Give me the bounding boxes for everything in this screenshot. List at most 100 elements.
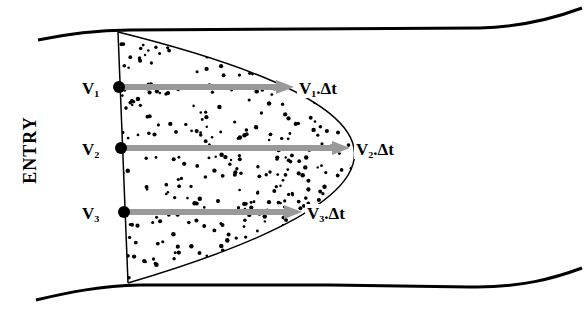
particle-dot [187,221,191,225]
particle-dot [269,132,273,136]
particle-dot [325,129,329,133]
particle-dot [121,268,125,272]
particle-dot [300,241,303,244]
particle-dot [171,232,176,237]
particle-dot [157,123,160,126]
particle-dot [136,97,140,101]
particle-dot [212,168,216,172]
particle-dot [121,42,125,46]
particle-dot [340,38,344,42]
particle-dot [242,202,246,206]
particle-dot [233,120,236,123]
particle-dot [272,58,275,61]
particle-dot [118,261,121,264]
particle-dot [243,63,247,67]
particle-dot [284,156,286,158]
particle-dot [165,41,168,44]
particle-dot [221,174,225,178]
particle-dot [142,44,145,47]
particle-dot [287,137,290,140]
point-marker [113,81,125,93]
particle-dot [128,55,132,59]
particle-dot [349,42,352,45]
particle-dot [303,165,307,169]
particle-dot [332,33,335,36]
particle-dot [147,49,150,52]
particle-dot [202,224,206,228]
particle-dot [335,196,339,200]
particle-dot [316,134,319,137]
particle-dot [256,191,260,195]
particle-dot [262,254,266,258]
particle-dot [204,257,208,261]
particle-dot [338,152,341,155]
velocity-label: V₂ [80,140,101,159]
particle-dot [158,52,161,55]
particle-dot [265,68,268,71]
particle-dot [228,163,232,167]
particle-dot [336,130,340,134]
particle-dot [244,266,249,271]
particle-dot [304,155,309,160]
particle-dot [138,56,141,59]
particle-dot [145,157,148,160]
particle-dot [200,111,202,113]
particle-dot [203,206,206,209]
particle-dot [329,245,332,248]
particle-dot [346,83,348,85]
particle-dot [152,132,156,136]
particle-dot [331,46,335,50]
particle-dot [195,164,199,168]
displacement-label: V₁.Δt [297,79,339,98]
particle-dot [154,262,159,267]
particle-dot [282,224,285,227]
particle-dot [158,219,162,223]
particle-dot [262,49,265,52]
particle-dot [313,100,316,103]
particle-dot [337,47,340,50]
particle-dot [264,248,268,252]
particle-dot [242,58,244,60]
particle-dot [121,270,125,274]
particle-dot [346,83,349,86]
particle-dot [164,40,167,43]
particle-dot [245,128,248,131]
particle-dot [283,112,287,116]
particle-dot [293,59,297,63]
particle-dot [155,156,158,159]
particle-dot [194,218,198,222]
particle-dot [196,70,199,73]
particle-dot [251,73,254,76]
particle-dot [294,236,297,239]
particle-dot [339,42,342,45]
particle-dot [255,66,259,70]
particle-dot [340,222,343,225]
particle-dot [306,179,310,183]
particle-dot [217,105,221,109]
particle-dot [314,60,317,63]
particle-dot [237,206,240,209]
particle-dot [211,136,214,139]
particle-dot [249,33,252,36]
particle-dot [148,90,152,94]
particle-dot [137,280,140,283]
particle-dot [256,165,259,168]
particle-dot [177,156,180,159]
particle-dot [204,67,208,71]
particle-dot [227,33,230,36]
particle-dot [259,267,262,270]
particle-dot [277,201,281,205]
particle-dot [265,173,268,176]
particle-dot [189,185,192,188]
particle-dot [312,251,315,254]
particle-dot [180,177,183,180]
particle-dot [321,192,324,195]
particle-dot [336,173,339,176]
particle-dot [286,168,289,171]
particle-dot [278,254,280,256]
particle-dot [214,55,217,58]
particle-dot [321,65,324,68]
particle-dot [257,190,259,192]
particle-dot [270,40,274,44]
